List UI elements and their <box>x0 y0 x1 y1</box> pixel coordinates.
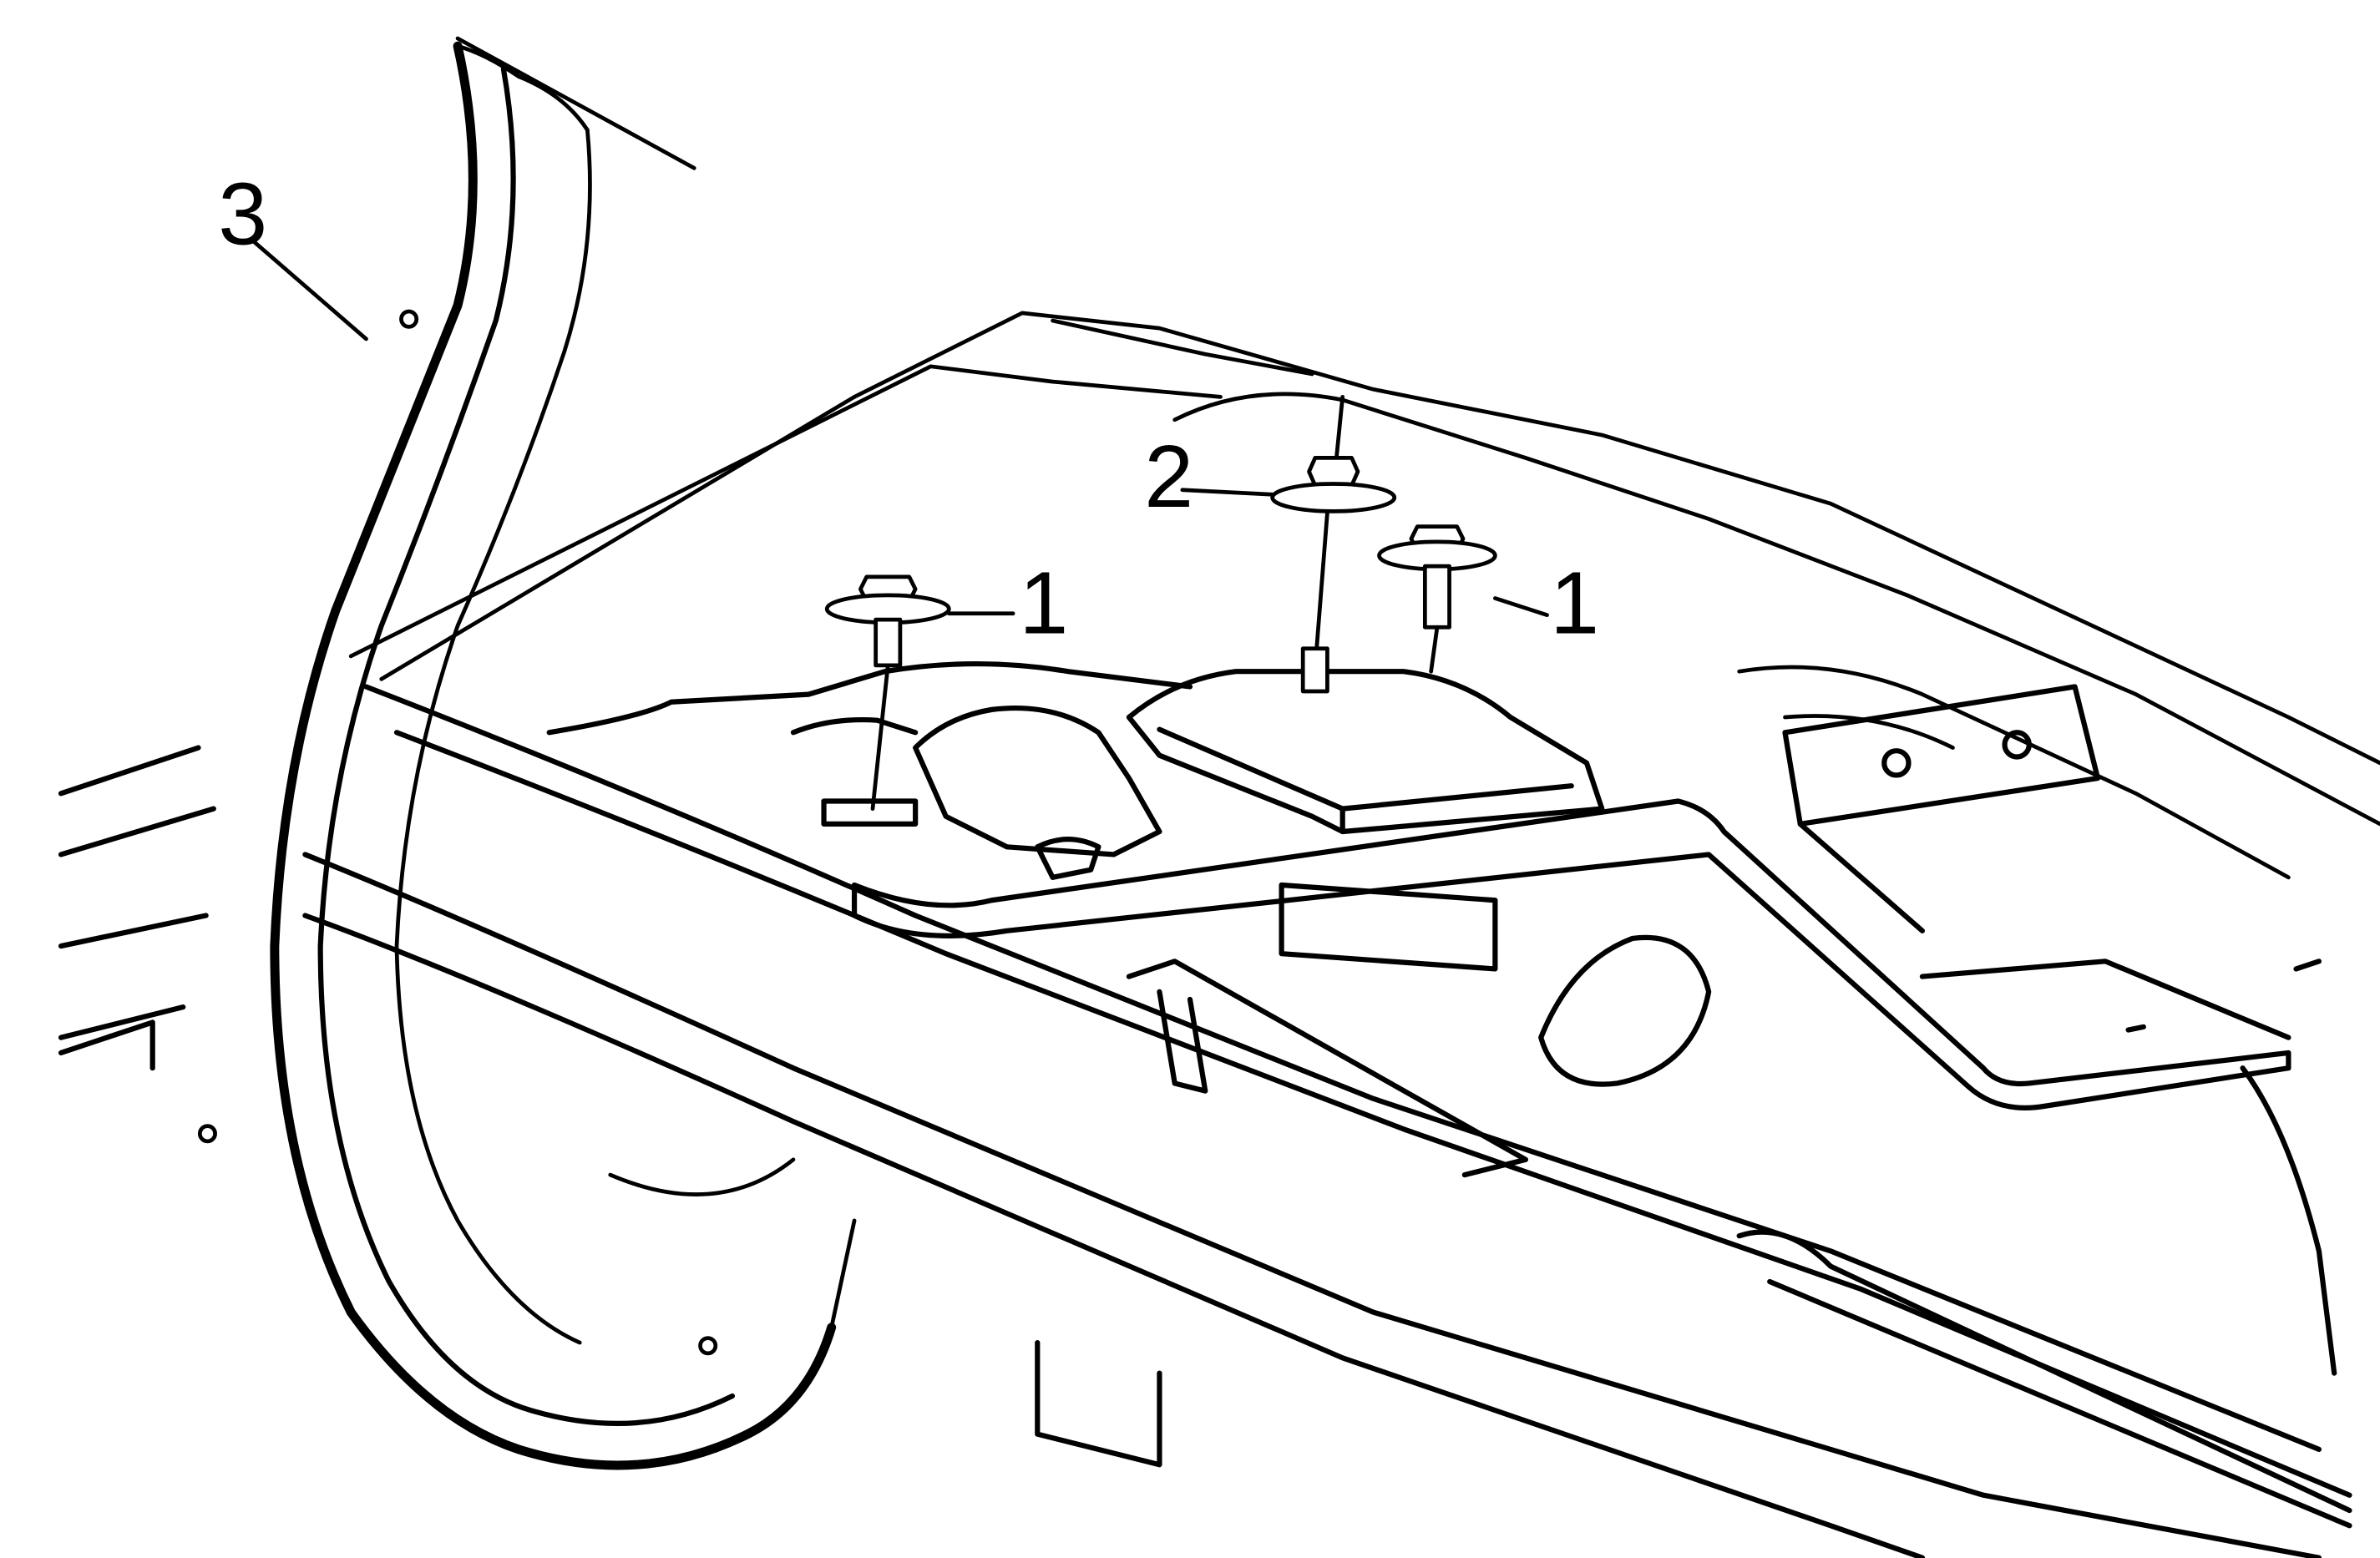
frame-rails <box>58 684 2352 1558</box>
wheelhouse-liner <box>197 41 857 1470</box>
bolt-right <box>1377 524 1497 674</box>
callout-label-2: 2 <box>1144 427 1193 526</box>
callout-label-1-right: 1 <box>1550 554 1599 653</box>
mount-bracket <box>546 661 2337 1376</box>
callout-leaders <box>250 237 1549 617</box>
callout-label-1-left: 1 <box>1019 554 1068 653</box>
bolt-left <box>824 574 951 811</box>
body-panel-outline <box>348 36 2380 880</box>
bolt-center-with-washer <box>1270 394 1397 694</box>
callout-label-3: 3 <box>218 165 267 264</box>
